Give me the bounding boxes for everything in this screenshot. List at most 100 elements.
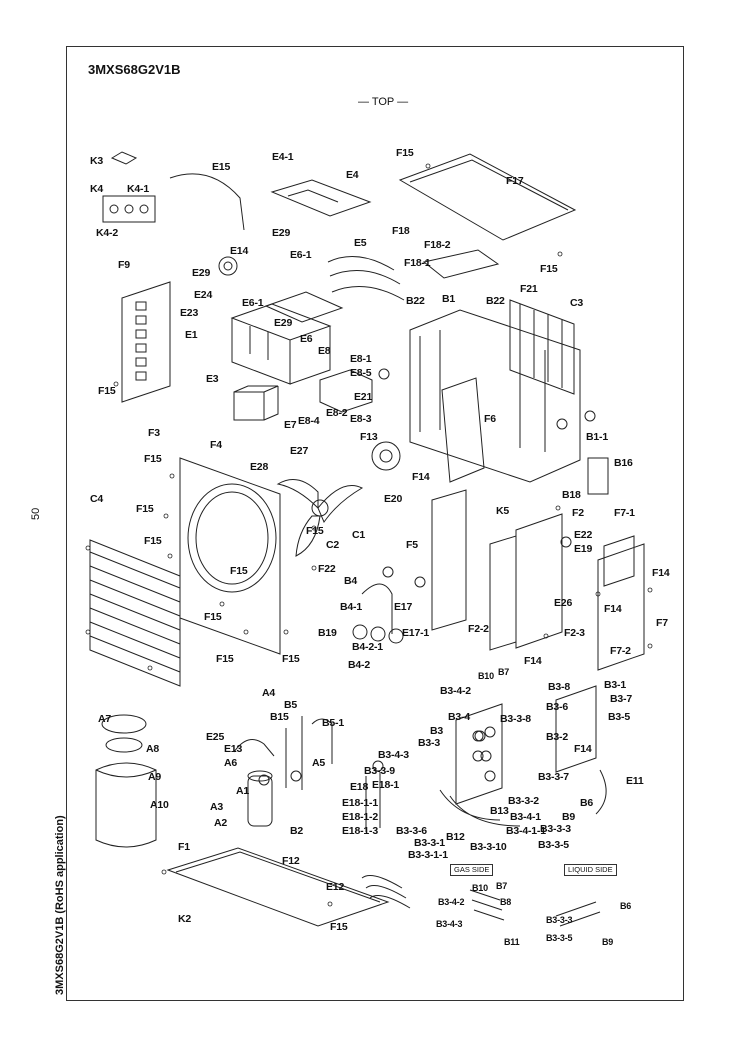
label-b22-a: B22 xyxy=(406,295,425,307)
a10-sound-insulation xyxy=(95,762,157,848)
label-f7: F7 xyxy=(656,617,668,629)
label-b3-6: B3-6 xyxy=(546,701,568,713)
label-b3-3-5-a: B3-3-5 xyxy=(538,839,569,851)
label-b13: B13 xyxy=(490,805,509,817)
label-e11: E11 xyxy=(626,775,644,787)
label-f4: F4 xyxy=(210,439,222,451)
label-f15-j: F15 xyxy=(216,653,234,665)
label-e18-1: E18-1 xyxy=(372,779,400,791)
label-b3-3-3-b: B3-3-3 xyxy=(546,915,573,925)
label-f15-b: F15 xyxy=(540,263,558,275)
e5-pipes xyxy=(327,256,405,301)
label-c4: C4 xyxy=(90,493,104,505)
f1-bottom-frame xyxy=(166,847,390,927)
label-b16: B16 xyxy=(614,457,633,469)
label-b3-3-3: B3-3-3 xyxy=(540,823,571,835)
label-f14-e: F14 xyxy=(574,743,592,755)
label-b9-a: B9 xyxy=(562,811,576,823)
label-b3-3-6: B3-3-6 xyxy=(396,825,427,837)
marker-circles xyxy=(258,368,596,786)
label-b3-2: B3-2 xyxy=(546,731,568,743)
label-f7-2: F7-2 xyxy=(610,645,631,657)
b1-heat-exchanger xyxy=(409,309,581,483)
label-e29-c: E29 xyxy=(274,317,293,329)
label-e8-2: E8-2 xyxy=(326,407,348,419)
label-b7-a: B7 xyxy=(498,667,510,677)
label-e4-1: E4-1 xyxy=(272,151,294,163)
label-f15-f: F15 xyxy=(306,525,324,537)
b4-valve-assembly xyxy=(352,583,404,644)
f3-side-panel xyxy=(121,281,171,403)
label-e23: E23 xyxy=(180,307,199,319)
label-f21: F21 xyxy=(520,283,538,295)
label-f14-c: F14 xyxy=(604,603,622,615)
label-e18-1-1: E18-1-1 xyxy=(342,797,378,809)
label-e8-3: E8-3 xyxy=(350,413,372,425)
label-b3-4-2: B3-4-2 xyxy=(440,685,471,697)
label-c3: C3 xyxy=(570,297,584,309)
label-b5-1: B5-1 xyxy=(322,717,344,729)
label-b3-7: B3-7 xyxy=(610,693,632,705)
label-b3-4-3-b: B3-4-3 xyxy=(436,919,463,929)
label-a10: A10 xyxy=(150,799,169,811)
label-e5: E5 xyxy=(354,237,367,249)
label-f5: F5 xyxy=(406,539,418,551)
model-title: 3MXS68G2V1B xyxy=(88,62,181,77)
label-b19: B19 xyxy=(318,627,337,639)
c4-grille xyxy=(89,539,181,687)
label-b4-2: B4-2 xyxy=(348,659,370,671)
b3-3-pipes xyxy=(439,789,521,827)
label-b9-b: B9 xyxy=(602,937,614,947)
label-b3-4-1: B3-4-1 xyxy=(510,811,541,823)
f18-board xyxy=(422,249,500,279)
label-b3-5: B3-5 xyxy=(608,711,630,723)
label-k4-1: K4-1 xyxy=(127,183,149,195)
label-e20: E20 xyxy=(384,493,403,505)
b16-part xyxy=(587,457,609,495)
label-f9: F9 xyxy=(118,259,130,271)
label-e18-1-2: E18-1-2 xyxy=(342,811,378,823)
label-b12: B12 xyxy=(446,831,465,843)
label-b2: B2 xyxy=(290,825,304,837)
label-f2-2: F2-2 xyxy=(468,623,489,635)
label-e28: E28 xyxy=(250,461,269,473)
label-b3-4-2-b: B3-4-2 xyxy=(438,897,465,907)
label-b18: B18 xyxy=(562,489,581,501)
label-e7: E7 xyxy=(284,419,297,431)
label-a9: A9 xyxy=(148,771,162,783)
label-k4: K4 xyxy=(90,183,104,195)
e3-part xyxy=(233,385,279,421)
label-a4: A4 xyxy=(262,687,276,699)
label-a2: A2 xyxy=(214,817,228,829)
a1-compressor xyxy=(247,770,273,827)
label-f2: F2 xyxy=(572,507,584,519)
label-f2-3: F2-3 xyxy=(564,627,585,639)
label-b11: B11 xyxy=(504,937,520,947)
label-f15-h: F15 xyxy=(230,565,248,577)
label-b3-3-2: B3-3-2 xyxy=(508,795,539,807)
label-e8: E8 xyxy=(318,345,331,357)
e20-fan-motor xyxy=(371,441,401,471)
e15-wire xyxy=(169,173,245,231)
label-b3-3: B3-3 xyxy=(418,737,440,749)
e11-wire xyxy=(595,769,607,815)
f4-front-panel xyxy=(179,457,281,655)
label-f7-1: F7-1 xyxy=(614,507,635,519)
e18-coil xyxy=(365,772,381,832)
label-f18-1: F18-1 xyxy=(404,257,431,269)
label-e6: E6 xyxy=(300,333,313,345)
label-f6: F6 xyxy=(484,413,496,425)
gas-side-label: GAS SIDE xyxy=(450,864,494,876)
label-b3-3-1-1: B3-3-1-1 xyxy=(408,849,448,861)
label-b3-3-10: B3-3-10 xyxy=(470,841,507,853)
label-f15-l: F15 xyxy=(330,921,348,933)
label-f12: F12 xyxy=(282,855,300,867)
label-b3-4-3: B3-4-3 xyxy=(378,749,409,761)
label-e26: E26 xyxy=(554,597,573,609)
label-f14-a: F14 xyxy=(412,471,430,483)
label-b3-3-7: B3-3-7 xyxy=(538,771,569,783)
label-c2: C2 xyxy=(326,539,340,551)
label-b3-8: B3-8 xyxy=(548,681,570,693)
label-e24: E24 xyxy=(194,289,213,301)
label-e1: E1 xyxy=(185,329,198,341)
